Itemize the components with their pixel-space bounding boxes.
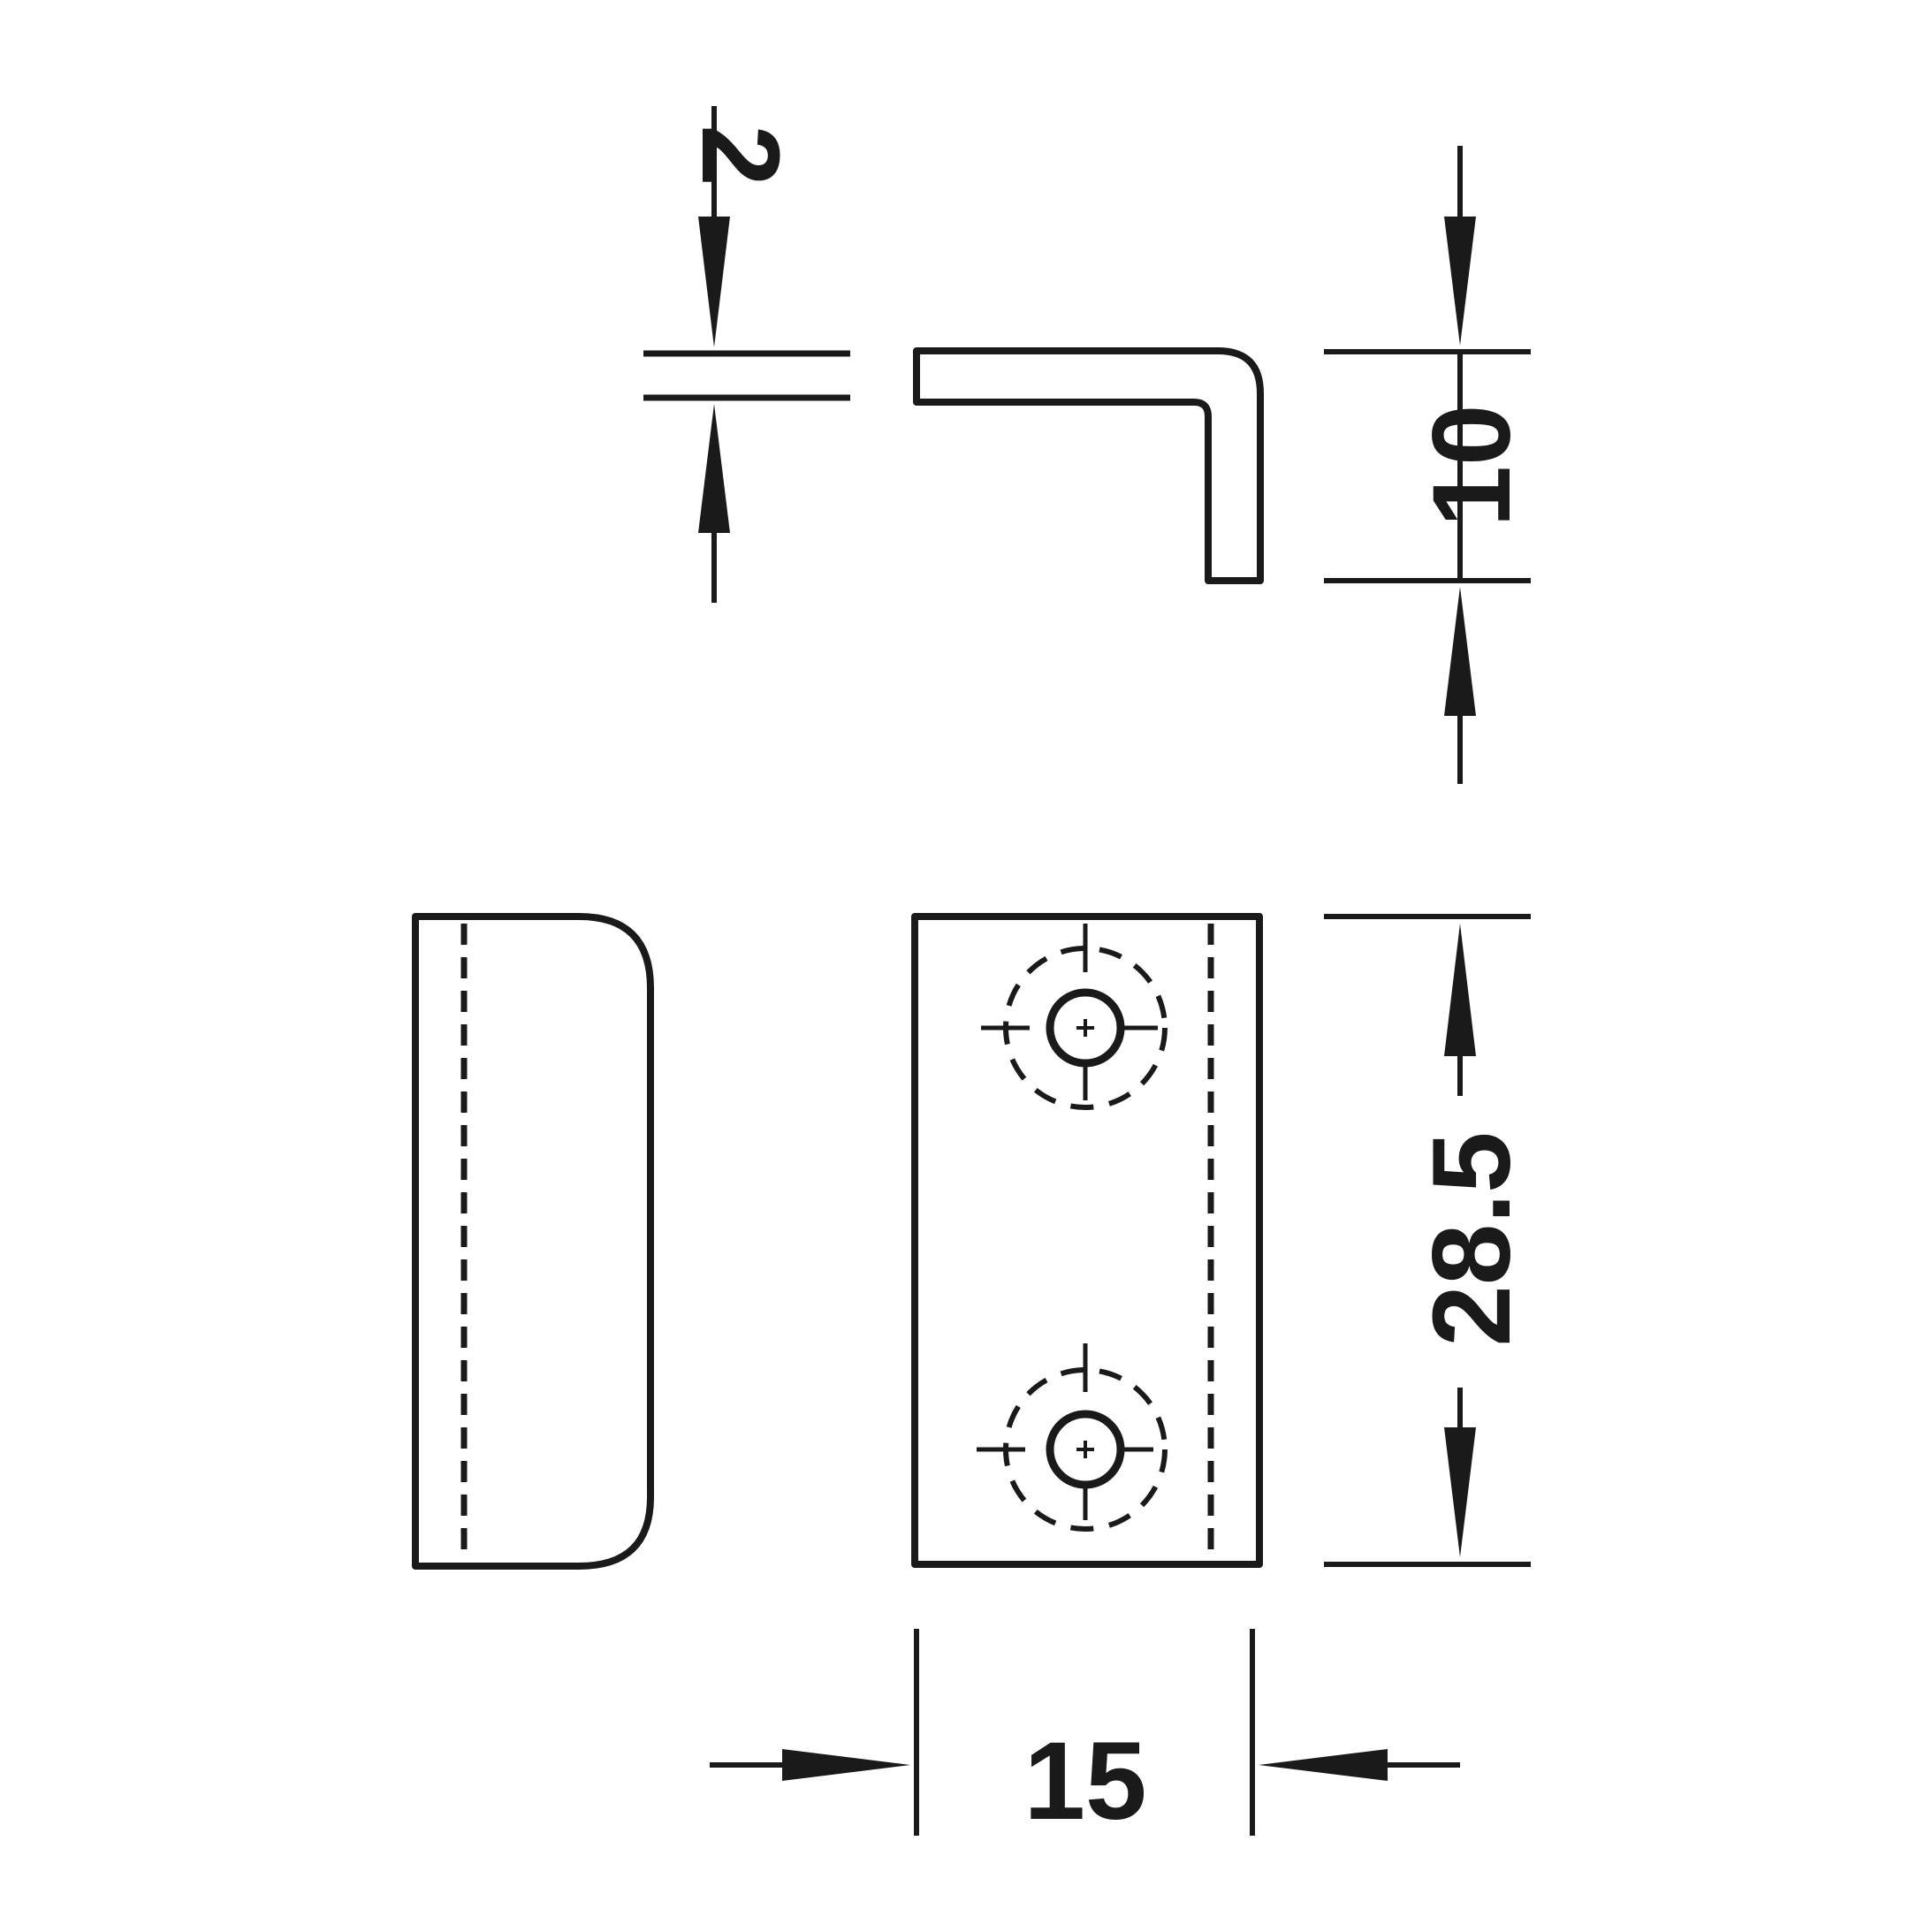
thickness-arrow-up: [698, 404, 730, 533]
length-arrow-up: [1444, 924, 1476, 1056]
thickness-dimension: [643, 106, 850, 603]
width-arrow-right: [782, 1749, 910, 1781]
height-arrow-up: [1444, 587, 1476, 716]
height-label: 10: [1411, 404, 1533, 527]
width-label: 15: [1023, 1720, 1146, 1843]
height-arrow-down: [1444, 217, 1476, 346]
length-dimension: [1324, 914, 1531, 1567]
side-view-outline: [412, 913, 654, 1570]
thickness-label: 2: [679, 125, 802, 186]
profile-view-l-shape: [913, 347, 1264, 584]
top-view: [911, 913, 1263, 1568]
top-view-outline: [911, 913, 1263, 1568]
length-label: 28.5: [1411, 1131, 1533, 1346]
width-dimension: [710, 1629, 1460, 1836]
thickness-arrow-down: [698, 217, 730, 347]
side-view: [412, 913, 654, 1570]
height-dimension: [1324, 146, 1531, 784]
width-arrow-left: [1259, 1749, 1388, 1781]
screw-hole-bottom: [977, 1343, 1194, 1555]
screw-hole-top: [981, 924, 1190, 1132]
length-arrow-down: [1444, 1427, 1476, 1557]
